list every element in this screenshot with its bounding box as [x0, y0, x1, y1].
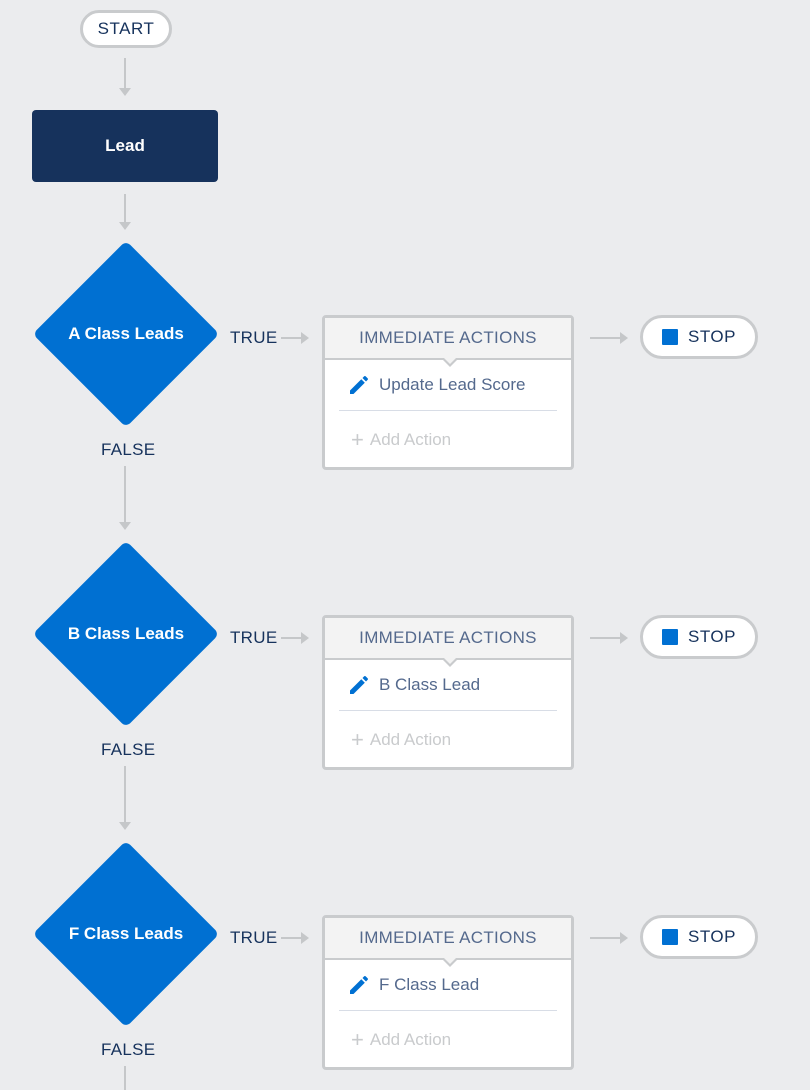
actions-header-label: IMMEDIATE ACTIONS	[359, 328, 537, 347]
connector-actions-stop	[590, 637, 620, 639]
pencil-icon	[350, 376, 368, 394]
decision-label: F Class Leads	[68, 924, 184, 943]
connector-actions-stop	[590, 337, 620, 339]
action-item[interactable]: Update Lead Score	[339, 360, 557, 411]
connector-false	[124, 466, 126, 522]
connector-arrow	[301, 932, 309, 944]
start-label: START	[97, 19, 155, 38]
immediate-actions-card: IMMEDIATE ACTIONS Update Lead Score + Ad…	[322, 315, 574, 470]
false-branch-label: FALSE	[101, 440, 156, 459]
decision-label: B Class Leads	[67, 624, 185, 643]
stop-label: STOP	[688, 327, 736, 346]
connector-arrow	[301, 632, 309, 644]
stop-square-icon	[662, 929, 678, 945]
add-action-label: Add Action	[369, 730, 452, 749]
connector-true	[281, 337, 301, 339]
action-item[interactable]: F Class Lead	[339, 960, 557, 1011]
connector-true	[281, 937, 301, 939]
connector-arrow	[620, 632, 628, 644]
stop-label: STOP	[688, 627, 736, 646]
pencil-icon	[350, 976, 368, 994]
stop-node[interactable]: STOP	[640, 915, 758, 959]
actions-header: IMMEDIATE ACTIONS	[325, 318, 571, 367]
action-item[interactable]: B Class Lead	[339, 660, 557, 711]
false-branch-label: FALSE	[101, 1040, 156, 1059]
plus-icon: +	[351, 727, 364, 752]
true-branch-label: TRUE	[230, 328, 278, 347]
connector-lead-decision	[124, 194, 126, 222]
connector-false	[124, 1066, 126, 1090]
add-action-label: Add Action	[369, 1030, 452, 1049]
connector-arrow	[119, 822, 131, 830]
actions-header: IMMEDIATE ACTIONS	[325, 918, 571, 967]
add-action-button[interactable]: + Add Action	[339, 711, 557, 769]
connector-arrow	[620, 932, 628, 944]
connector-arrow	[620, 332, 628, 344]
object-node-lead[interactable]: Lead	[32, 110, 218, 182]
connector-start-lead	[124, 58, 126, 88]
stop-node[interactable]: STOP	[640, 315, 758, 359]
immediate-actions-card: IMMEDIATE ACTIONS B Class Lead + Add Act…	[322, 615, 574, 770]
add-action-button[interactable]: + Add Action	[339, 411, 557, 469]
connector-false	[124, 766, 126, 822]
plus-icon: +	[351, 1027, 364, 1052]
connector-arrow	[119, 522, 131, 530]
connector-true	[281, 637, 301, 639]
decision-label: A Class Leads	[68, 324, 184, 343]
actions-header-label: IMMEDIATE ACTIONS	[359, 628, 537, 647]
immediate-actions-card: IMMEDIATE ACTIONS F Class Lead + Add Act…	[322, 915, 574, 1070]
connector-actions-stop	[590, 937, 620, 939]
decision-node-b-class-leads[interactable]: B Class Leads	[32, 540, 220, 728]
actions-header-label: IMMEDIATE ACTIONS	[359, 928, 537, 947]
true-branch-label: TRUE	[230, 928, 278, 947]
stop-square-icon	[662, 629, 678, 645]
start-node[interactable]: START	[80, 10, 172, 48]
pencil-icon	[350, 676, 368, 694]
false-branch-label: FALSE	[101, 740, 156, 759]
object-label: Lead	[105, 136, 145, 155]
decision-node-f-class-leads[interactable]: F Class Leads	[32, 840, 220, 1028]
action-label: Update Lead Score	[379, 375, 526, 394]
action-label: F Class Lead	[379, 975, 480, 994]
stop-square-icon	[662, 329, 678, 345]
action-label: B Class Lead	[379, 675, 481, 694]
stop-label: STOP	[688, 927, 736, 946]
connector-arrow	[119, 222, 131, 230]
actions-header: IMMEDIATE ACTIONS	[325, 618, 571, 667]
plus-icon: +	[351, 427, 364, 452]
connector-arrow	[301, 332, 309, 344]
decision-node-a-class-leads[interactable]: A Class Leads	[32, 240, 220, 428]
add-action-label: Add Action	[369, 430, 452, 449]
connector-arrow	[119, 88, 131, 96]
add-action-button[interactable]: + Add Action	[339, 1011, 557, 1069]
stop-node[interactable]: STOP	[640, 615, 758, 659]
true-branch-label: TRUE	[230, 628, 278, 647]
